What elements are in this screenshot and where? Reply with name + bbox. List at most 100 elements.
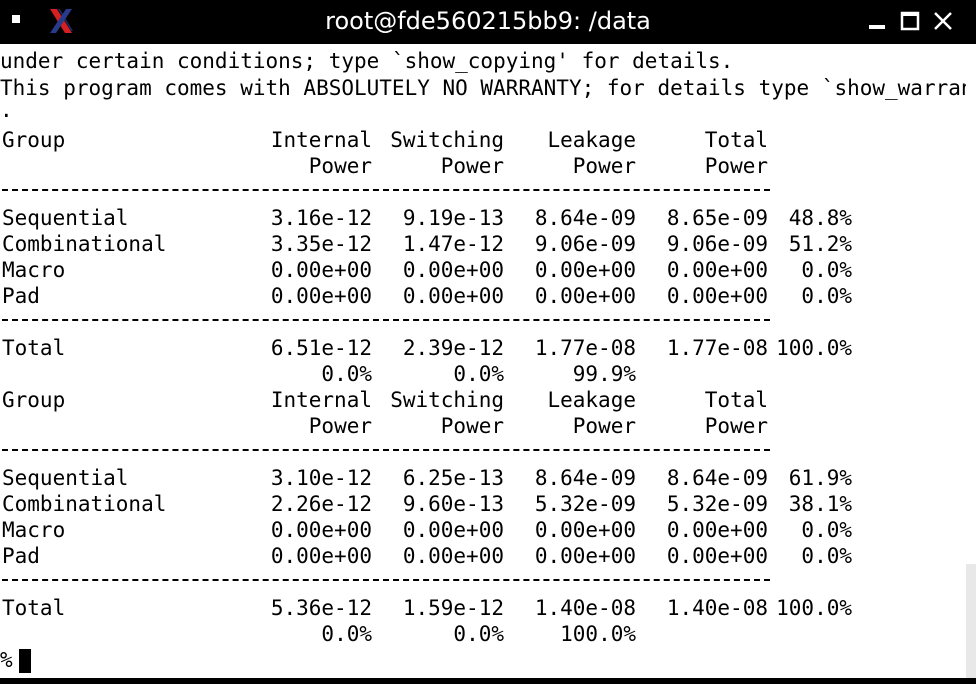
shell-prompt[interactable]: % <box>0 647 31 673</box>
scrollbar[interactable] <box>966 44 976 678</box>
row-switching: 9.19e-13 <box>402 206 504 230</box>
row-internal: 0.00e+00 <box>270 284 372 308</box>
maximize-icon[interactable] <box>899 10 921 32</box>
separator <box>2 449 770 451</box>
row-switching: 1.47e-12 <box>402 232 504 256</box>
separator <box>2 189 770 191</box>
row-internal: 0.00e+00 <box>270 544 372 568</box>
header-group: Group <box>2 128 66 152</box>
window-title: root@fde560215bb9: /data <box>325 7 651 35</box>
output-line: This program comes with ABSOLUTELY NO WA… <box>0 76 966 100</box>
row-total: 8.65e-09 <box>666 206 768 230</box>
header-power: Power <box>440 414 504 438</box>
header-internal: Internal <box>270 128 372 152</box>
row-percent: 51.2% <box>788 232 852 256</box>
row-internal: 3.35e-12 <box>270 232 372 256</box>
window-menu-icon[interactable] <box>12 15 20 23</box>
row-group: Pad <box>2 284 40 308</box>
header-power: Power <box>704 414 768 438</box>
minimize-icon[interactable] <box>866 10 888 32</box>
scrollbar-thumb[interactable] <box>966 564 976 678</box>
x11-logo-icon <box>50 9 73 33</box>
header-power: Power <box>308 414 372 438</box>
total-total: 1.77e-08 <box>666 336 768 360</box>
row-group: Combinational <box>2 492 167 516</box>
row-switching: 0.00e+00 <box>402 544 504 568</box>
total-total: 1.40e-08 <box>666 596 768 620</box>
row-switching: 0.00e+00 <box>402 284 504 308</box>
total-internal-percent: 0.0% <box>321 362 372 386</box>
header-power: Power <box>572 414 636 438</box>
header-power: Power <box>572 154 636 178</box>
separator <box>2 579 770 581</box>
total-switching-percent: 0.0% <box>453 622 504 646</box>
row-percent: 0.0% <box>801 518 852 542</box>
total-group: Total <box>2 336 66 360</box>
row-total: 0.00e+00 <box>666 518 768 542</box>
total-leakage: 1.40e-08 <box>534 596 636 620</box>
row-internal: 0.00e+00 <box>270 518 372 542</box>
row-switching: 0.00e+00 <box>402 258 504 282</box>
total-internal: 6.51e-12 <box>270 336 372 360</box>
header-total: Total <box>704 388 768 412</box>
row-percent: 0.0% <box>801 284 852 308</box>
row-leakage: 0.00e+00 <box>534 544 636 568</box>
row-leakage: 0.00e+00 <box>534 284 636 308</box>
row-percent: 0.0% <box>801 258 852 282</box>
close-icon[interactable] <box>932 10 954 32</box>
header-group: Group <box>2 388 66 412</box>
total-switching-percent: 0.0% <box>453 362 504 386</box>
output-line: under certain conditions; type `show_cop… <box>0 49 734 73</box>
row-internal: 2.26e-12 <box>270 492 372 516</box>
header-power: Power <box>440 154 504 178</box>
row-percent: 48.8% <box>788 206 852 230</box>
header-total: Total <box>704 128 768 152</box>
total-group: Total <box>2 596 66 620</box>
row-total: 5.32e-09 <box>666 492 768 516</box>
total-percent: 100.0% <box>776 596 852 620</box>
row-internal: 3.16e-12 <box>270 206 372 230</box>
row-group: Macro <box>2 258 66 282</box>
row-percent: 61.9% <box>788 466 852 490</box>
total-internal-percent: 0.0% <box>321 622 372 646</box>
header-switching: Switching <box>390 388 504 412</box>
row-leakage: 0.00e+00 <box>534 518 636 542</box>
total-switching: 1.59e-12 <box>402 596 504 620</box>
row-leakage: 8.64e-09 <box>534 466 636 490</box>
row-total: 0.00e+00 <box>666 284 768 308</box>
header-leakage: Leakage <box>547 388 636 412</box>
separator <box>2 319 770 321</box>
total-leakage-percent: 100.0% <box>560 622 636 646</box>
total-internal: 5.36e-12 <box>270 596 372 620</box>
terminal-output[interactable]: under certain conditions; type `show_cop… <box>0 44 966 678</box>
row-leakage: 9.06e-09 <box>534 232 636 256</box>
header-power: Power <box>308 154 372 178</box>
row-group: Combinational <box>2 232 167 256</box>
row-group: Sequential <box>2 466 129 490</box>
text-cursor <box>18 649 31 673</box>
header-internal: Internal <box>270 388 372 412</box>
row-percent: 0.0% <box>801 544 852 568</box>
prompt-symbol: % <box>0 648 13 672</box>
row-switching: 0.00e+00 <box>402 518 504 542</box>
row-switching: 9.60e-13 <box>402 492 504 516</box>
row-total: 8.64e-09 <box>666 466 768 490</box>
output-line: . <box>0 98 13 122</box>
header-power: Power <box>704 154 768 178</box>
header-switching: Switching <box>390 128 504 152</box>
row-percent: 38.1% <box>788 492 852 516</box>
total-switching: 2.39e-12 <box>402 336 504 360</box>
total-percent: 100.0% <box>776 336 852 360</box>
row-leakage: 5.32e-09 <box>534 492 636 516</box>
row-total: 0.00e+00 <box>666 544 768 568</box>
total-leakage: 1.77e-08 <box>534 336 636 360</box>
row-group: Sequential <box>2 206 129 230</box>
header-leakage: Leakage <box>547 128 636 152</box>
row-total: 9.06e-09 <box>666 232 768 256</box>
row-leakage: 8.64e-09 <box>534 206 636 230</box>
row-leakage: 0.00e+00 <box>534 258 636 282</box>
title-bar[interactable]: root@fde560215bb9: /data <box>0 0 976 42</box>
row-total: 0.00e+00 <box>666 258 768 282</box>
row-switching: 6.25e-13 <box>402 466 504 490</box>
